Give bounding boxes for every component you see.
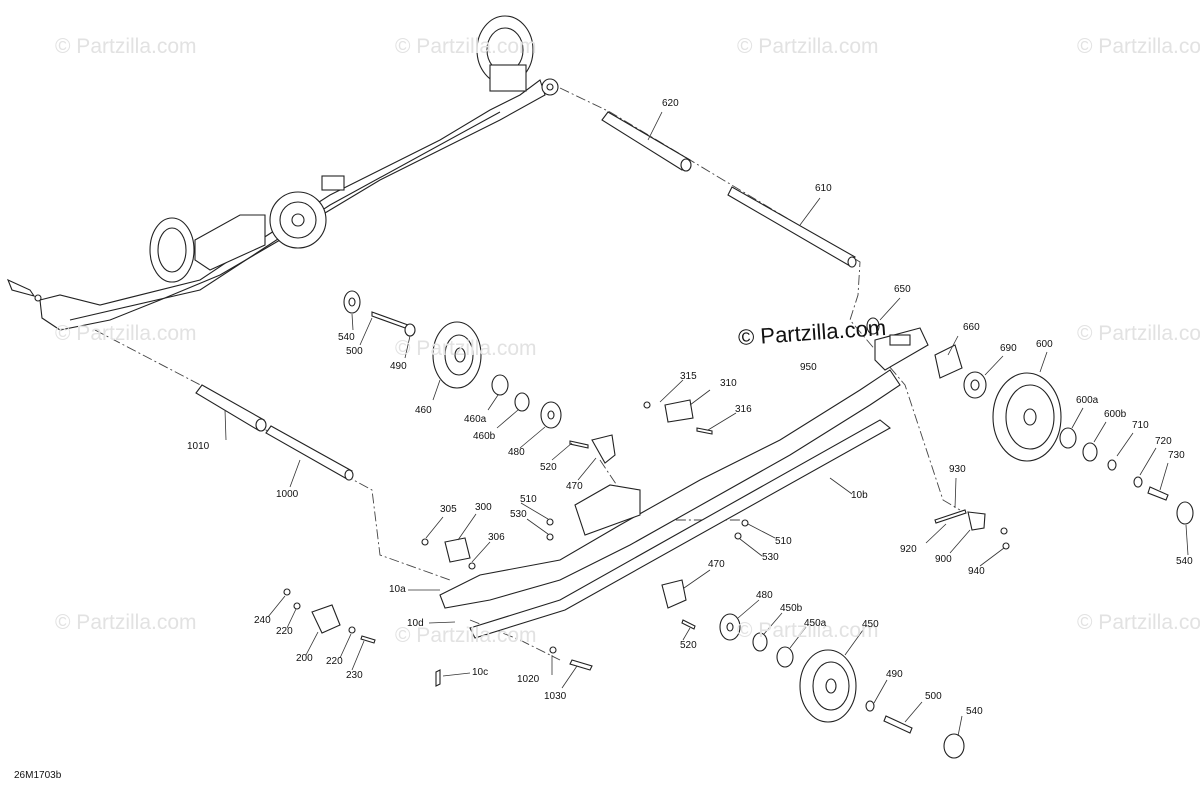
part-label: 10d [407, 618, 424, 629]
part-label: 620 [662, 98, 679, 109]
left-rail [6, 15, 559, 331]
part-label: 530 [762, 552, 779, 563]
right-rail [439, 327, 929, 639]
watermark: © Partzilla.com [395, 624, 537, 647]
part-label: 520 [540, 462, 557, 473]
part-label: 510 [520, 494, 537, 505]
part-label: 470 [708, 559, 725, 570]
part-label: 600b [1104, 409, 1127, 420]
part-leaders [224, 111, 1189, 737]
part-label: 540 [966, 706, 983, 717]
watermark: © Partzilla.com [55, 322, 197, 345]
part-label: 305 [440, 504, 457, 515]
part-label: 300 [475, 502, 492, 513]
part-label: 720 [1155, 436, 1172, 447]
part-label: 530 [510, 509, 527, 520]
watermark: © Partzilla.com [55, 35, 197, 58]
part-label: 490 [886, 669, 903, 680]
part-label: 950 [800, 362, 817, 373]
watermark: © Partzilla.com [737, 619, 879, 642]
part-label: 1020 [517, 674, 540, 685]
part-label: 460 [415, 405, 432, 416]
part-label: 1010 [187, 441, 210, 452]
part-label: 490 [390, 361, 407, 372]
part-label: 450b [780, 603, 803, 614]
part-label: 10c [472, 667, 489, 678]
part-label: 940 [968, 566, 985, 577]
part-label: 500 [346, 346, 363, 357]
part-label: 220 [276, 626, 293, 637]
part-label: 930 [949, 464, 966, 475]
right-wheel-hardware [866, 317, 1194, 550]
part-label: 450 [862, 619, 879, 630]
diagram-code: 26M1703b [14, 770, 62, 781]
part-label: 510 [775, 536, 792, 547]
part-label: 460a [464, 414, 487, 425]
part-label: 920 [900, 544, 917, 555]
part-label: 460b [473, 431, 496, 442]
shafts [195, 111, 857, 481]
part-label: 200 [296, 653, 313, 664]
watermark: © Partzilla.com [395, 337, 537, 360]
watermark: © Partzilla.com [737, 35, 879, 58]
part-label: 306 [488, 532, 505, 543]
part-label: 480 [756, 590, 773, 601]
part-label: 1000 [276, 489, 299, 500]
part-label: 660 [963, 322, 980, 333]
part-label: 10a [389, 584, 406, 595]
part-label: 470 [566, 481, 583, 492]
watermark: © Partzilla.com [1077, 322, 1200, 345]
part-label: 316 [735, 404, 752, 415]
watermark: © Partzilla.com [395, 35, 537, 58]
part-label: 10b [851, 490, 868, 501]
left-wheel-hardware [343, 290, 713, 464]
part-label: 690 [1000, 343, 1017, 354]
part-label: 540 [1176, 556, 1193, 567]
watermark: © Partzilla.com [55, 611, 197, 634]
part-label: 315 [680, 371, 697, 382]
part-label: 220 [326, 656, 343, 667]
part-label: 600 [1036, 339, 1053, 350]
part-label: 610 [815, 183, 832, 194]
part-label: 310 [720, 378, 737, 389]
part-label: 730 [1168, 450, 1185, 461]
part-label: 480 [508, 447, 525, 458]
part-label: 500 [925, 691, 942, 702]
part-label: 230 [346, 670, 363, 681]
part-label: 540 [338, 332, 355, 343]
watermark: © Partzilla.com [1077, 35, 1200, 58]
part-label: 450a [804, 618, 827, 629]
part-label: 710 [1132, 420, 1149, 431]
watermark: © Partzilla.com [1077, 611, 1200, 634]
part-label: 1030 [544, 691, 567, 702]
lower-left-hardware [283, 518, 965, 759]
part-label: 650 [894, 284, 911, 295]
part-label: 240 [254, 615, 271, 626]
part-label: 520 [680, 640, 697, 651]
part-label: 900 [935, 554, 952, 565]
part-label: 600a [1076, 395, 1099, 406]
